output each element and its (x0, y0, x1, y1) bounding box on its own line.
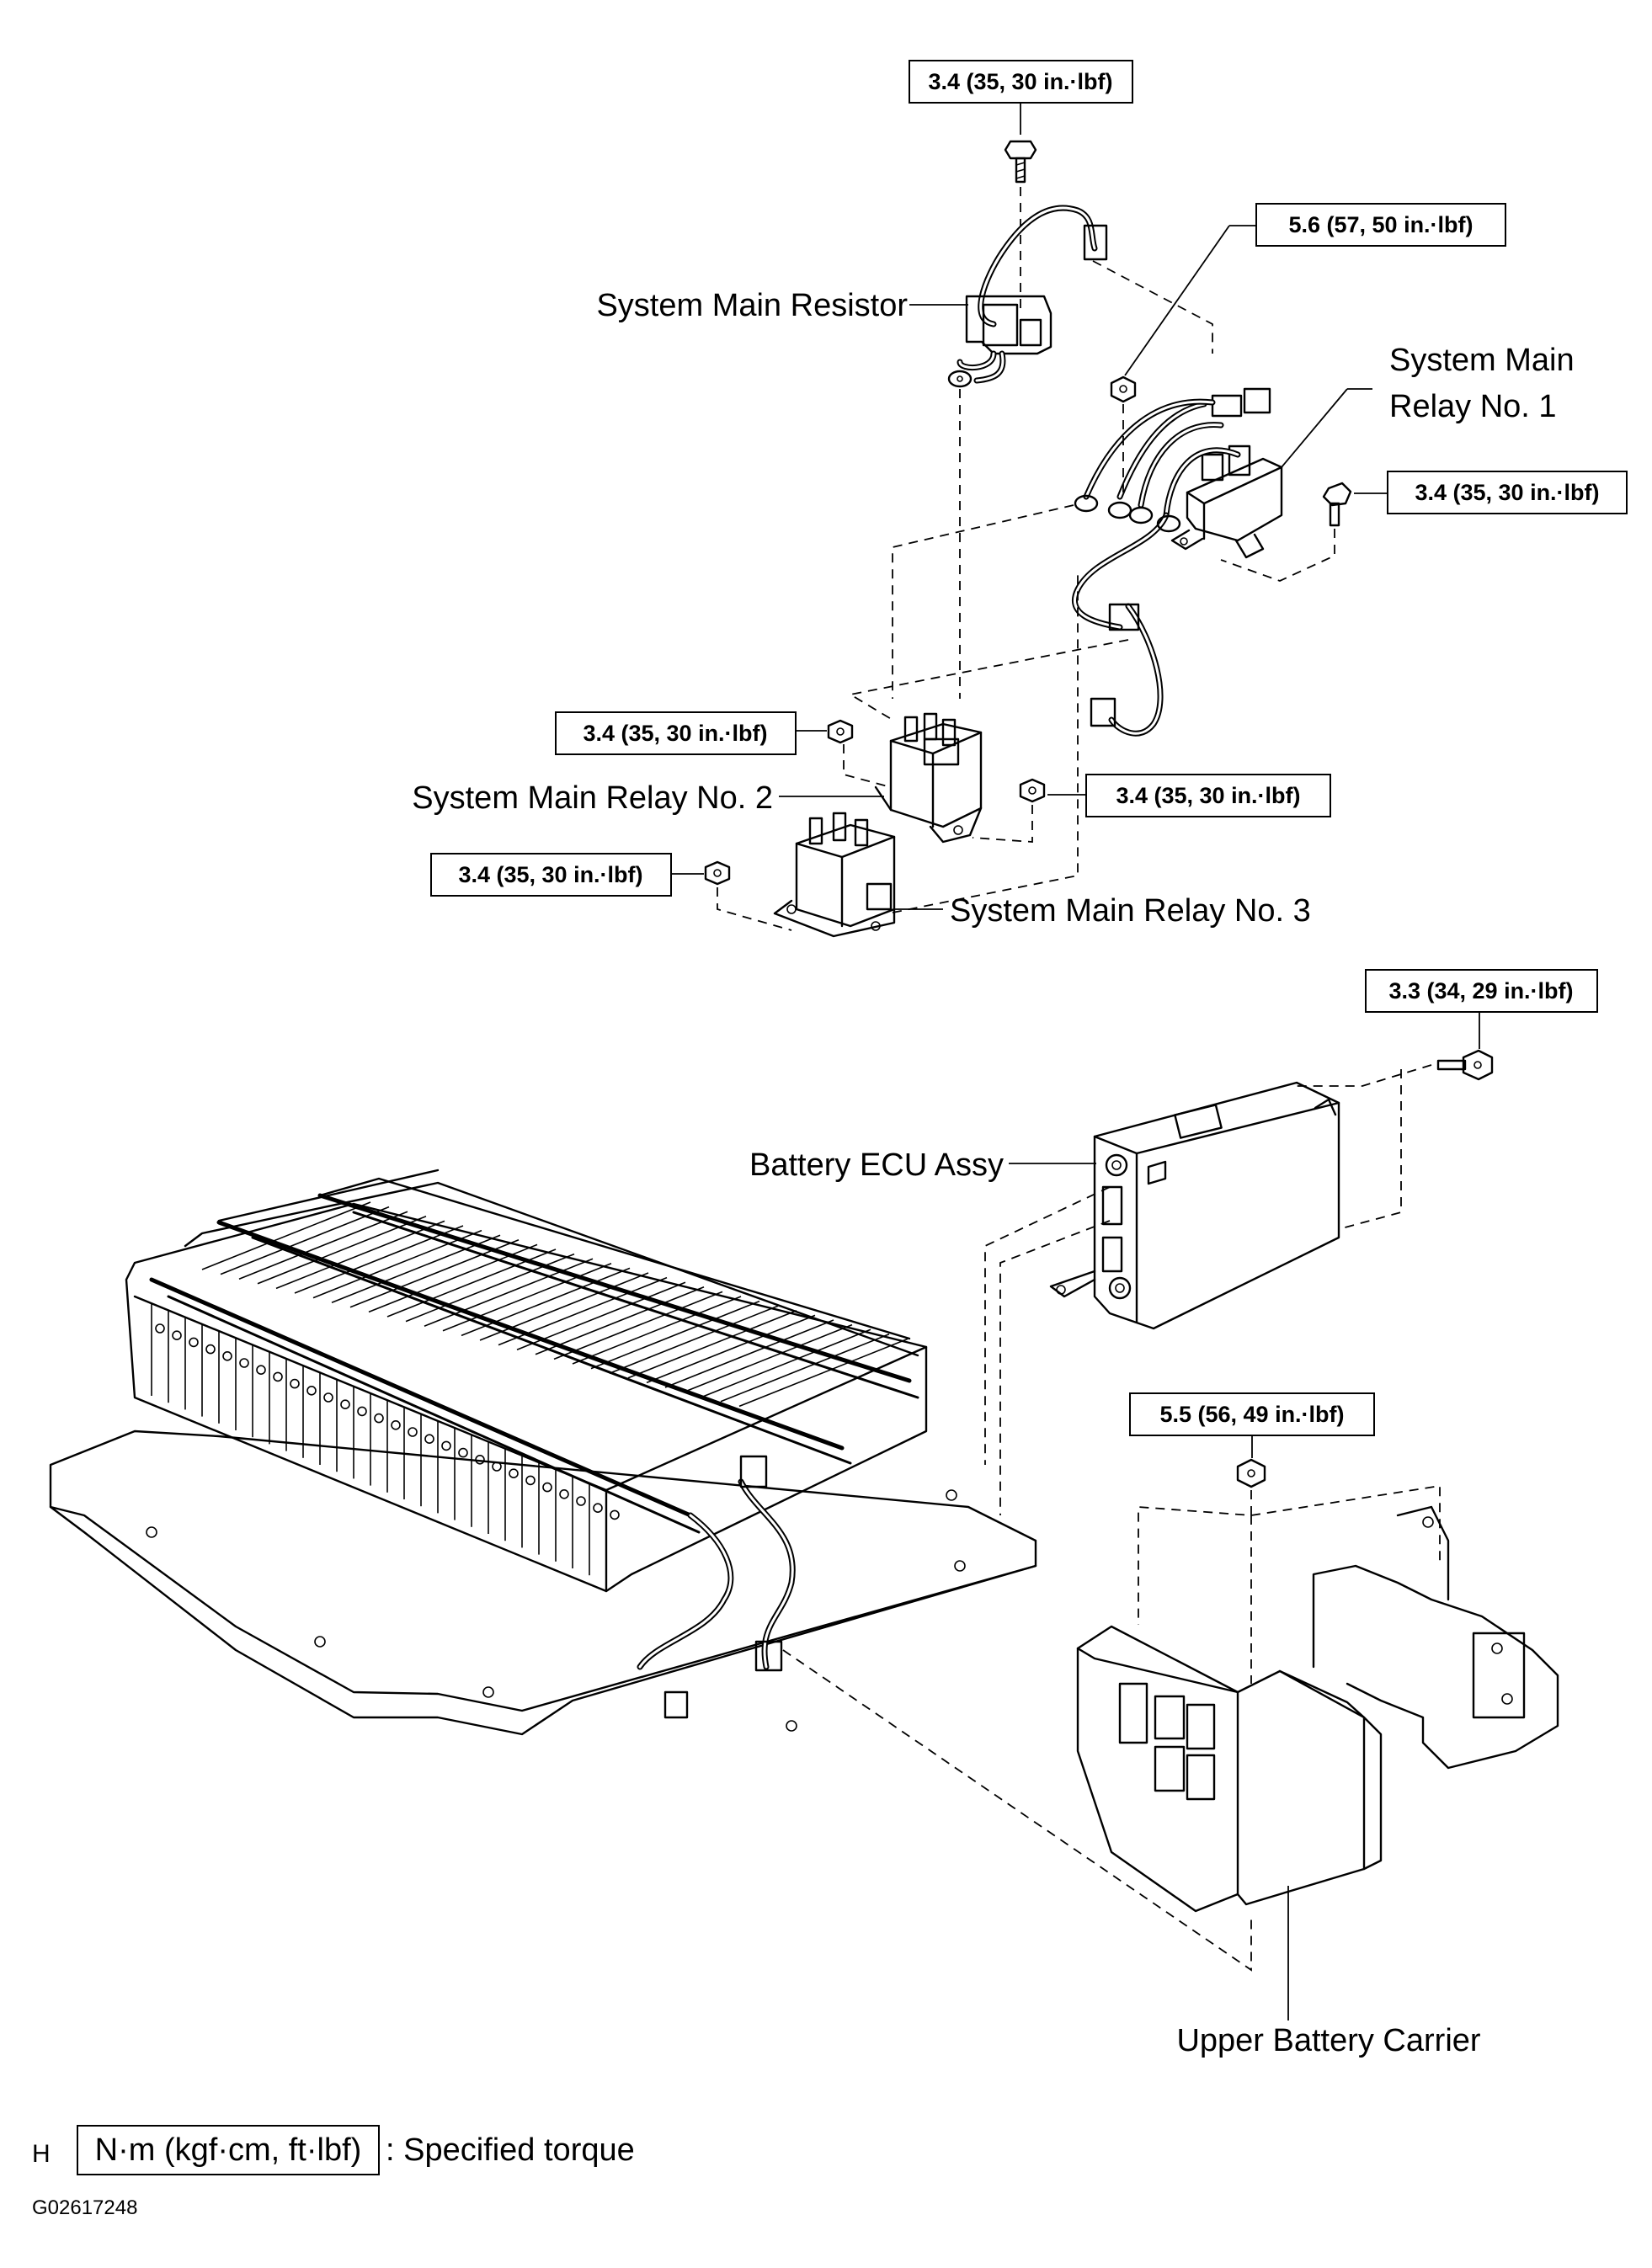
relay1-bolt (1322, 482, 1352, 527)
torque-spec-text: 3.4 (35, 30 in.·lbf) (583, 721, 767, 746)
relay1-nut (1110, 375, 1137, 403)
torque-spec-text: 3.4 (35, 30 in.·lbf) (928, 69, 1112, 94)
label-system-main-relay-3: System Main Relay No. 3 (950, 893, 1311, 929)
cell-top-rib (461, 1267, 631, 1337)
module-harness (146, 1455, 966, 1732)
torque-spec-ecu-bolt: 3.3 (34, 29 in.·lbf) (1365, 969, 1598, 1013)
cell-top-rib (609, 1305, 779, 1374)
cell-terminal (441, 1440, 451, 1451)
cell-top-rib (220, 1206, 390, 1275)
cell-terminal (593, 1503, 603, 1513)
relay2-right-nut (1019, 778, 1046, 803)
torque-spec-text: 3.4 (35, 30 in.·lbf) (1415, 480, 1599, 505)
torque-spec-text: 3.4 (35, 30 in.·lbf) (458, 862, 642, 887)
label-system-main-relay-2: System Main Relay No. 2 (412, 780, 773, 816)
cell-terminal (323, 1392, 333, 1403)
cell-top-rib (535, 1286, 705, 1355)
top-bolt (1004, 103, 1037, 184)
torque-spec-relay1-bolt: 3.4 (35, 30 in.·lbf) (1387, 471, 1628, 514)
relay-harness (1071, 398, 1241, 737)
torque-spec-carrier-nut: 5.5 (56, 49 in.·lbf) (1129, 1392, 1375, 1436)
bus-bars (149, 1193, 919, 1534)
cell-top-rib (238, 1211, 408, 1280)
torque-legend: H N·m (kgf·cm, ft·lbf) : Specified torqu… (32, 2125, 635, 2219)
cell-terminal (458, 1447, 468, 1458)
system-main-relay-2 (874, 712, 983, 844)
cell-top-rib (201, 1201, 371, 1270)
torque-spec-text: 5.6 (57, 50 in.·lbf) (1288, 212, 1473, 237)
cell-terminal (290, 1378, 300, 1389)
cell-top-rib (738, 1338, 909, 1408)
cell-top-rib (331, 1234, 501, 1303)
cell-terminal (610, 1509, 620, 1520)
cell-terminal (273, 1371, 283, 1382)
cell-terminal (155, 1323, 165, 1334)
system-main-resistor (947, 205, 1108, 388)
cell-terminal (340, 1399, 350, 1409)
cell-terminal (172, 1330, 182, 1340)
relay3-nut (704, 860, 731, 886)
cell-terminal (374, 1413, 384, 1424)
carrier-nut (1236, 1458, 1266, 1488)
label-upper-battery-carrier: Upper Battery Carrier (1176, 2023, 1480, 2058)
battery-ecu-assy (1049, 1081, 1340, 1330)
cell-terminal (357, 1406, 367, 1417)
torque-spec-top-bolt: 3.4 (35, 30 in.·lbf) (909, 60, 1133, 104)
cell-terminal (391, 1420, 401, 1430)
cell-top-rib (312, 1229, 482, 1299)
torque-spec-relay1-nut: 5.6 (57, 50 in.·lbf) (1255, 203, 1506, 247)
cell-terminal (559, 1489, 569, 1499)
torque-spec-relay3-nut: 3.4 (35, 30 in.·lbf) (430, 853, 672, 897)
cell-terminal (576, 1496, 586, 1506)
cell-top-rib (701, 1328, 871, 1398)
cell-terminal (424, 1434, 434, 1444)
cell-top-rib (572, 1296, 742, 1365)
cell-terminal (205, 1344, 216, 1355)
label-system-main-resistor: System Main Resistor (596, 288, 908, 323)
system-main-relay-1 (1170, 387, 1283, 559)
cell-terminal (222, 1351, 232, 1361)
cell-top-rib (646, 1314, 816, 1384)
cell-terminal (239, 1358, 249, 1368)
figure-code: G02617248 (32, 2196, 137, 2219)
cell-terminal (525, 1475, 536, 1486)
cell-terminal (306, 1386, 317, 1396)
upper-battery-carrier (1076, 1505, 1559, 1913)
cell-top-rib (294, 1225, 464, 1294)
cell-top-rib (627, 1310, 797, 1379)
cell-top-rib (553, 1291, 723, 1360)
legend-prefix: H (32, 2140, 51, 2168)
legend-unit-box: N·m (kgf·cm, ft·lbf) (95, 2132, 362, 2168)
torque-spec-relay2-left-nut: 3.4 (35, 30 in.·lbf) (555, 711, 797, 755)
cell-terminal (408, 1427, 418, 1437)
torque-spec-relay2-right-nut: 3.4 (35, 30 in.·lbf) (1085, 774, 1331, 817)
torque-spec-text: 5.5 (56, 49 in.·lbf) (1159, 1402, 1344, 1427)
ecu-bolt (1436, 1049, 1494, 1081)
label-system-main-relay-1-line2: Relay No. 1 (1389, 389, 1557, 424)
cell-top-rib (683, 1323, 853, 1393)
label-battery-ecu-assy: Battery ECU Assy (749, 1147, 1004, 1183)
cell-top-rib (590, 1300, 760, 1370)
torque-spec-text: 3.3 (34, 29 in.·lbf) (1388, 978, 1573, 1004)
cell-terminal (542, 1482, 552, 1493)
legend-description: : Specified torque (386, 2132, 635, 2168)
cell-top-rib (424, 1258, 594, 1327)
cell-top-rib (664, 1319, 834, 1388)
label-system-main-relay-1-line1: System Main (1389, 343, 1575, 378)
system-main-relay-3 (773, 812, 896, 938)
relay2-left-nut (827, 719, 854, 744)
cell-terminal (256, 1365, 266, 1375)
cell-top-rib (720, 1334, 890, 1403)
cell-terminal (475, 1455, 485, 1465)
cell-terminal (509, 1468, 519, 1478)
cell-terminal (492, 1461, 502, 1472)
torque-spec-text: 3.4 (35, 30 in.·lbf) (1116, 783, 1300, 808)
battery-cells (151, 1201, 909, 1583)
cell-terminal (189, 1337, 199, 1348)
